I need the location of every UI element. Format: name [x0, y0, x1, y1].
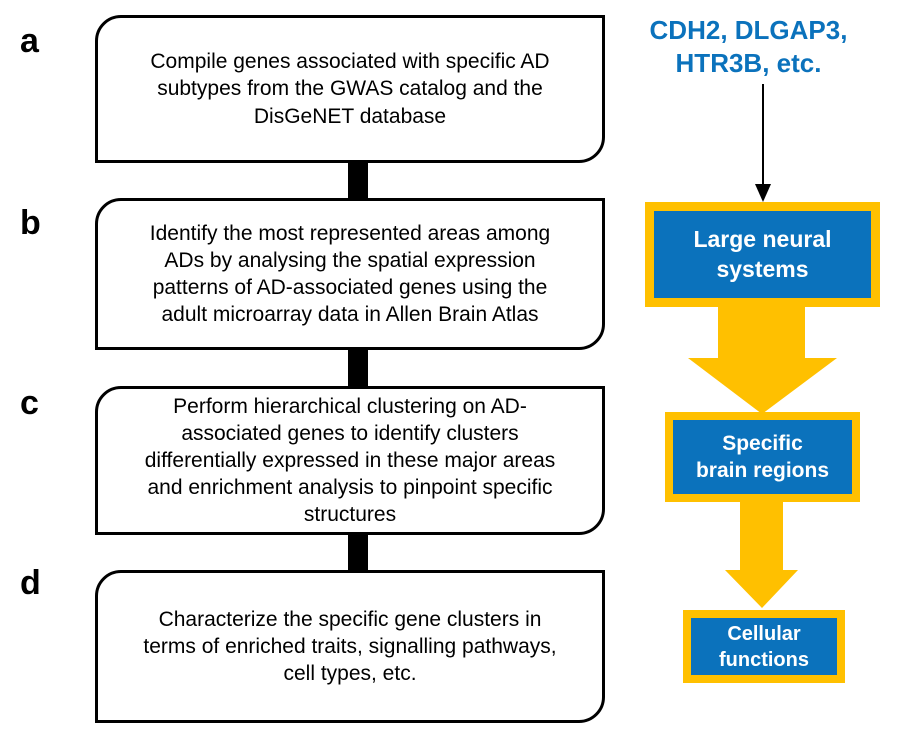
node-cellular-functions: Cellular functions — [683, 610, 845, 683]
node-large-neural-systems: Large neural systems — [645, 202, 880, 307]
step-box-d: Characterize the specific gene clusters … — [95, 570, 605, 723]
panel-label-b: b — [20, 204, 41, 242]
step-box-c: Perform hierarchical clustering on AD- a… — [95, 386, 605, 535]
connector-b-c — [348, 346, 368, 390]
connector-a-b — [348, 160, 368, 202]
gene-examples-text: CDH2, DLGAP3, HTR3B, etc. — [649, 15, 848, 79]
panel-label-a: a — [20, 22, 39, 60]
connector-c-d — [348, 531, 368, 574]
step-a-text: Compile genes associated with specific A… — [150, 50, 550, 128]
panel-label-c: c — [20, 384, 39, 422]
step-box-a: Compile genes associated with specific A… — [95, 15, 605, 163]
step-d-text: Characterize the specific gene clusters … — [143, 607, 557, 686]
panel-label-d: d — [20, 564, 41, 602]
down-arrow-icon — [755, 84, 771, 202]
node-specific-brain-regions-label: Specific brain regions — [695, 431, 830, 482]
block-down-arrow-icon — [688, 306, 837, 414]
block-down-arrow-icon — [725, 501, 798, 608]
node-large-neural-systems-label: Large neural systems — [693, 225, 832, 282]
step-c-text: Perform hierarchical clustering on AD- a… — [144, 394, 556, 527]
node-specific-brain-regions: Specific brain regions — [665, 412, 860, 502]
node-cellular-functions-label: Cellular functions — [719, 622, 809, 671]
step-box-b: Identify the most represented areas amon… — [95, 198, 605, 350]
step-b-text: Identify the most represented areas amon… — [149, 221, 551, 327]
